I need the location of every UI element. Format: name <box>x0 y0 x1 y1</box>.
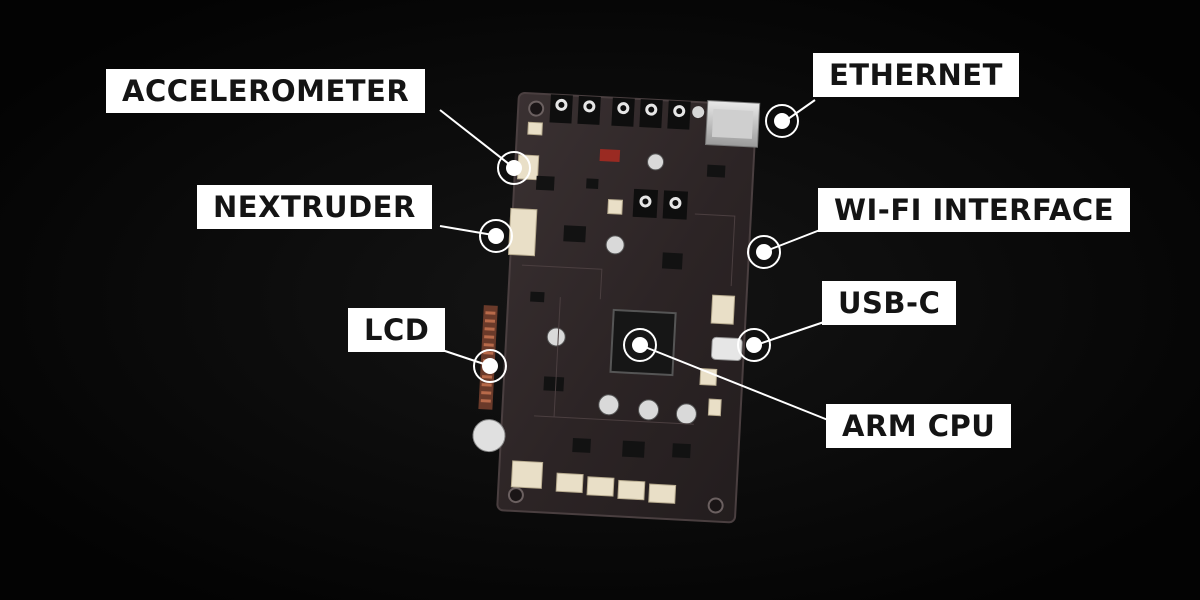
accelerometer-label: ACCELEROMETER <box>106 69 426 113</box>
capacitors <box>546 153 697 425</box>
circuit-board <box>472 91 761 524</box>
ethernet-jack <box>704 100 761 148</box>
wifi-marker <box>747 235 781 269</box>
lcd-label: LCD <box>348 308 446 352</box>
ethernet-marker <box>765 104 799 138</box>
battery-holder <box>472 419 506 453</box>
usb-c-marker <box>737 328 771 362</box>
usb-c-port <box>711 336 743 361</box>
nextruder-marker <box>479 219 513 253</box>
wifi-interface-label: WI-FI INTERFACE <box>818 188 1131 232</box>
connectors <box>507 121 736 504</box>
arm-cpu-label: ARM CPU <box>826 404 1012 448</box>
markers <box>473 104 799 383</box>
small-ics <box>530 164 726 459</box>
lcd-marker <box>473 349 507 383</box>
power-jacks <box>549 94 705 130</box>
usb-c-label: USB-C <box>822 281 957 325</box>
leader-lines <box>439 99 829 421</box>
nextruder-label: NEXTRUDER <box>197 185 432 229</box>
ethernet-label: ETHERNET <box>813 53 1019 97</box>
cpu-marker <box>623 328 657 362</box>
accelerometer-marker <box>497 151 531 185</box>
